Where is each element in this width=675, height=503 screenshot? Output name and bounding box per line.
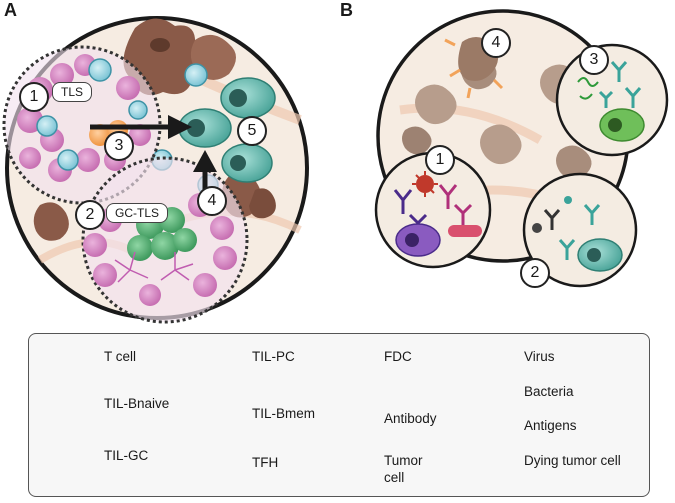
legend-label-til-bmem: TIL-Bmem (252, 406, 316, 421)
gc-tls-tag: GC-TLS (106, 203, 169, 223)
legend-label-fdc: FDC (384, 349, 412, 364)
legend-label-tfh: TFH (252, 455, 279, 470)
panel-a-marker-3: 3 (104, 131, 134, 161)
bacteria-b (448, 225, 482, 237)
panel-b-marker-4: 4 (481, 28, 511, 58)
legend-label-til-gc: TIL-GC (104, 448, 149, 463)
purple-plasma-cell (395, 223, 441, 257)
antibodies-dark (543, 209, 561, 230)
gc-fdc-cells (114, 251, 194, 283)
tls-tag: TLS (52, 82, 93, 102)
legend-box (28, 333, 650, 497)
inset-2 (522, 172, 638, 288)
legend-label-t-cell: T cell (104, 349, 137, 364)
panel-b-marker-1: 1 (425, 145, 455, 175)
panel-a-marker-1: 1 (19, 82, 49, 112)
panel-a-letter: A (4, 0, 17, 20)
antibodies-teal-3 (598, 61, 642, 108)
legend-label-bacteria: Bacteria (524, 384, 574, 399)
gc-tls-region (81, 156, 249, 324)
antigens-b (577, 77, 599, 100)
plasma-cells-a (178, 77, 276, 183)
legend-label-dying-tumor-cell: Dying tumor cell (524, 453, 621, 468)
legend-label-antigens: Antigens (524, 418, 577, 433)
migration-arrow-horizontal (90, 115, 192, 139)
panel-b-marker-3: 3 (579, 45, 609, 75)
inset-3 (555, 43, 669, 157)
panel-a-marker-5: 5 (237, 116, 267, 146)
teal-plasma-cell (577, 238, 623, 272)
panel-a-marker-2: 2 (75, 200, 105, 230)
legend-label-tumor-cell: Tumor cell (384, 453, 423, 485)
panel-b-letter: B (340, 0, 353, 20)
virus-b (412, 171, 438, 197)
antibodies-teal-2 (558, 204, 601, 260)
legend-label-antibody: Antibody (384, 411, 437, 426)
tls-bmem-cells (36, 58, 148, 171)
green-plasma-cell (599, 108, 645, 142)
legend-label-til-bnaive: TIL-Bnaive (104, 396, 170, 411)
gc-tls-bnaive-cells (83, 193, 237, 306)
panel-a-marker-4: 4 (197, 186, 227, 216)
legend-label-virus: Virus (524, 349, 555, 364)
antibodies-magenta (438, 184, 473, 225)
legend-label-til-pc: TIL-PC (252, 349, 295, 364)
panel-b-marker-2: 2 (520, 258, 550, 288)
